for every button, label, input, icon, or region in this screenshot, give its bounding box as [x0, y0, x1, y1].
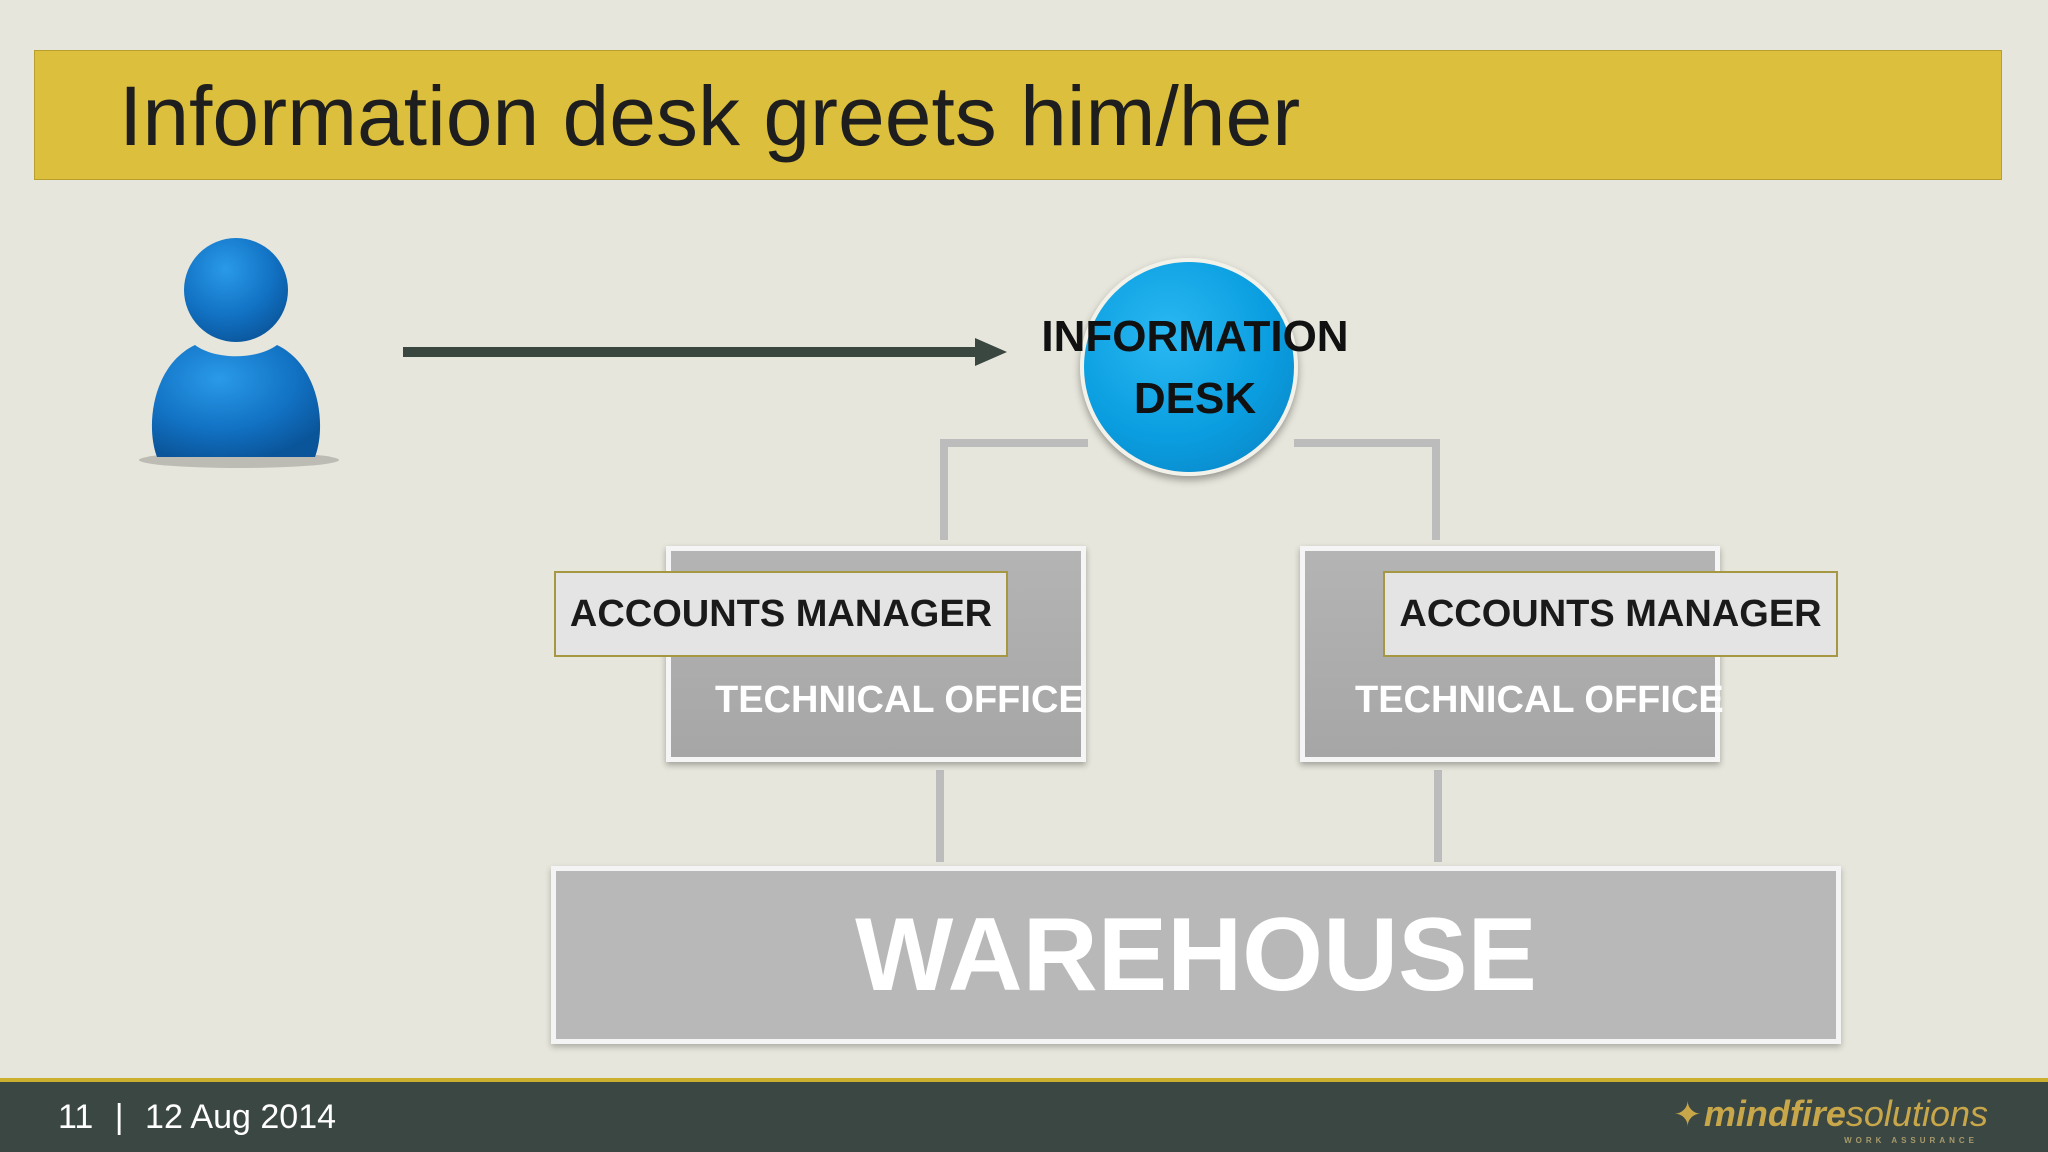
desk-line-1: INFORMATION [1041, 312, 1349, 361]
company-logo: ✦mindfiresolutions [1673, 1092, 1988, 1146]
person-icon [139, 238, 339, 468]
footer-separator: | [114, 1098, 124, 1136]
information-desk-circle [1080, 258, 1298, 476]
technical-office-left-label: TECHNICAL OFFICE [715, 679, 1084, 721]
accounts-manager-left: ACCOUNTS MANAGER [554, 571, 1008, 657]
slide-title: Information desk greets him/her [119, 69, 1301, 163]
warehouse-box: WAREHOUSE [551, 866, 1841, 1044]
connector-desk-left [940, 439, 1088, 540]
page-number: 11 [58, 1098, 94, 1136]
title-bar: Information desk greets him/her [34, 50, 2002, 180]
footer-text: 11 | 12 Aug 2014 [58, 1082, 336, 1152]
accounts-manager-right: ACCOUNTS MANAGER [1383, 571, 1838, 657]
flame-icon: ✦ [1673, 1096, 1702, 1134]
information-desk-label: INFORMATION DESK [1010, 306, 1380, 430]
connector-desk-right [1294, 439, 1440, 540]
logo-tagline: WORK ASSURANCE [1844, 1136, 1978, 1145]
slide-date: 12 Aug 2014 [145, 1098, 337, 1136]
footer-bar: 11 | 12 Aug 2014 ✦mindfiresolutions WORK… [0, 1078, 2048, 1152]
technical-office-right-label: TECHNICAL OFFICE [1355, 679, 1724, 721]
logo-light-text: solutions [1845, 1093, 1988, 1134]
desk-line-2: DESK [1133, 374, 1257, 423]
logo-bold-text: mindfire [1703, 1093, 1846, 1134]
arrow-head [975, 338, 1007, 366]
